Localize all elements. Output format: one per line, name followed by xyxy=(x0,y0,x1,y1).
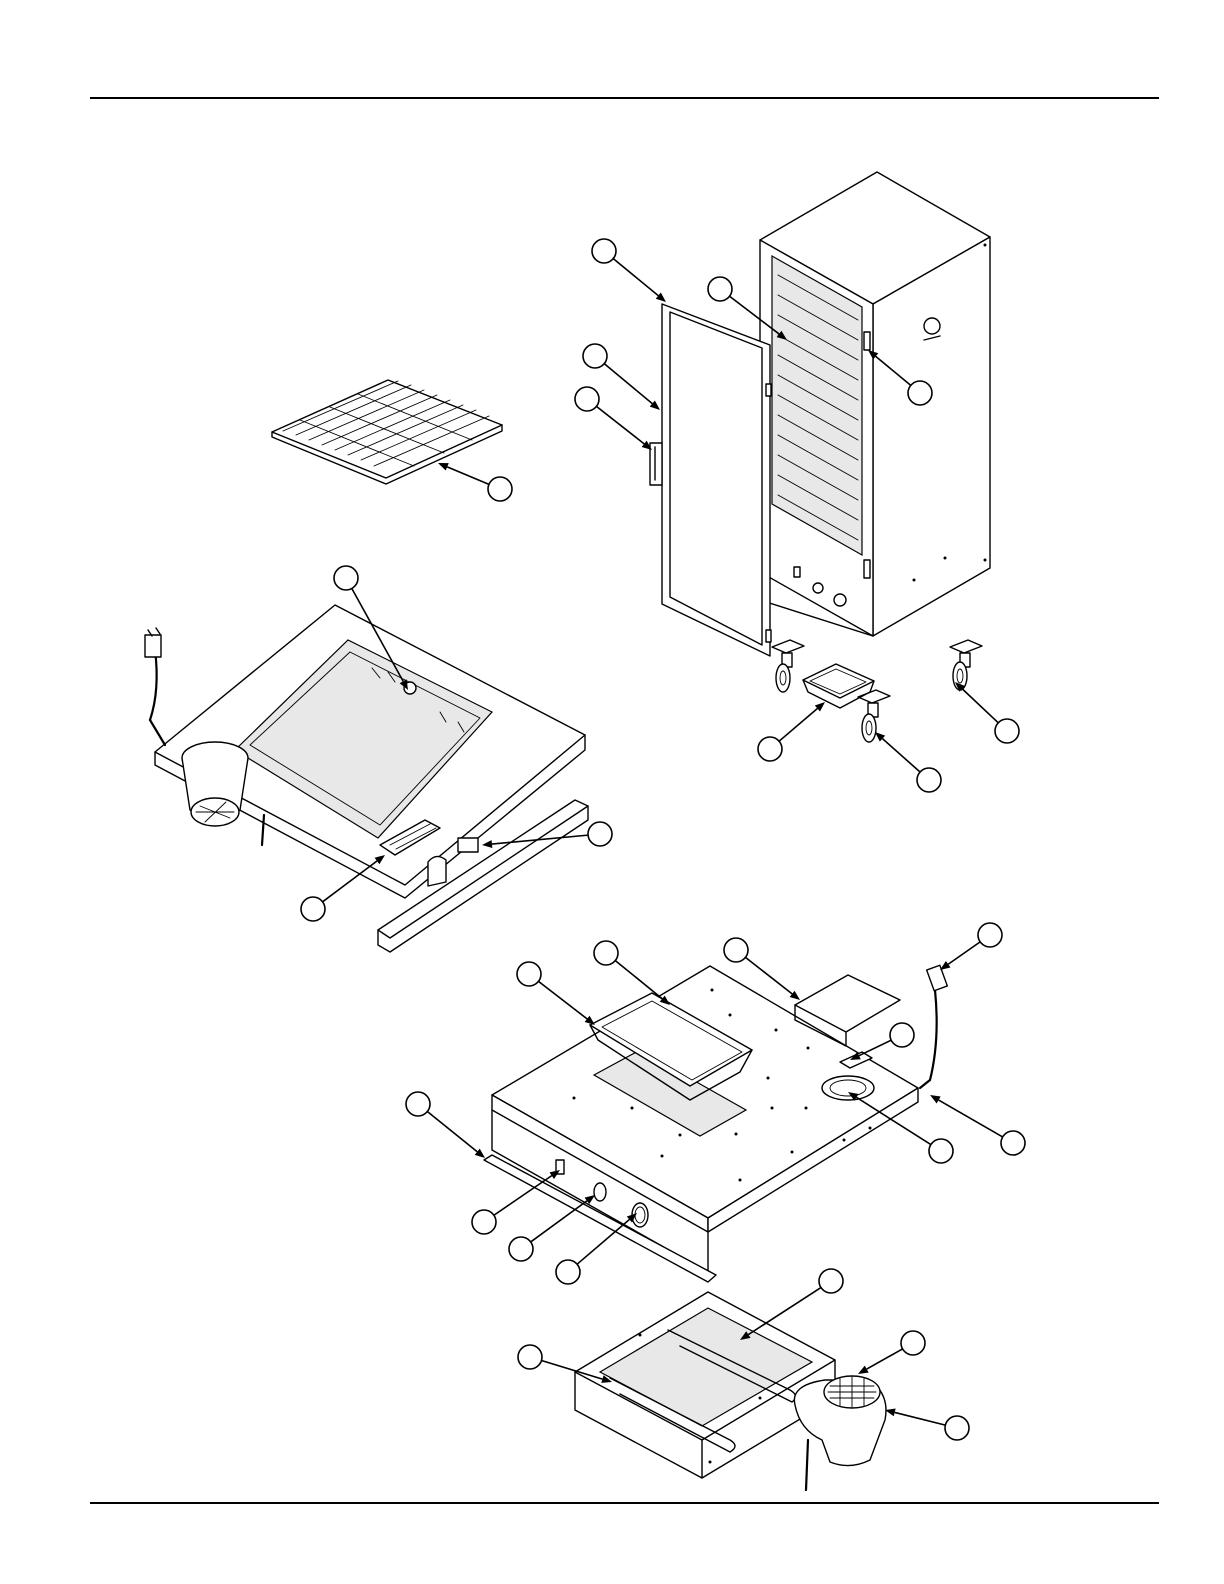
callout-bubble xyxy=(556,1260,580,1284)
wire-shelf xyxy=(272,380,502,484)
callout-bubble xyxy=(995,719,1019,743)
callout-bubble xyxy=(509,1237,533,1261)
callout-c26 xyxy=(858,1331,925,1374)
callout-leader xyxy=(613,259,658,296)
callout-arrowhead xyxy=(930,1095,941,1103)
callout-leader xyxy=(577,1219,629,1264)
callout-c9 xyxy=(758,702,825,761)
blower-motor xyxy=(794,1376,886,1490)
callout-bubble xyxy=(819,1269,843,1293)
callout-bubble xyxy=(594,941,618,965)
callout-leader xyxy=(882,739,920,772)
callout-bubble xyxy=(301,897,325,921)
callout-leader xyxy=(745,957,792,993)
callout-arrowhead xyxy=(790,991,800,1000)
callout-bubble xyxy=(724,938,748,962)
callout-c13 xyxy=(940,923,1002,970)
callout-leader xyxy=(859,1040,891,1055)
callout-bubble xyxy=(929,1139,953,1163)
base-assembly-underside xyxy=(145,605,588,952)
callout-leader xyxy=(615,961,662,999)
caster-left xyxy=(772,640,804,692)
heater-pan-assembly xyxy=(575,1292,835,1478)
callout-c23 xyxy=(556,1213,637,1284)
callout-arrowhead xyxy=(940,961,950,970)
callout-c4 xyxy=(575,387,652,450)
callout-c27 xyxy=(885,1409,969,1440)
callout-arrowhead xyxy=(858,1366,869,1374)
callout-bubble xyxy=(406,1092,430,1116)
callout-c8 xyxy=(955,682,1019,743)
callout-leader xyxy=(895,1412,946,1425)
callout-leader xyxy=(596,406,644,443)
callout-bubble xyxy=(575,387,599,411)
callout-bubble xyxy=(488,477,512,501)
base-assembly-top xyxy=(484,965,947,1282)
callout-bubble xyxy=(472,1210,496,1234)
callout-bubble xyxy=(901,1331,925,1355)
callout-leader xyxy=(948,942,980,964)
callout-leader xyxy=(779,708,817,741)
callout-bubble xyxy=(588,822,612,846)
callout-bubble xyxy=(334,566,358,590)
caster-center xyxy=(858,690,890,742)
callout-c10 xyxy=(875,732,941,792)
callout-leader xyxy=(531,1201,587,1242)
callout-arrowhead xyxy=(482,840,492,848)
callout-bubble xyxy=(978,923,1002,947)
callout-c22 xyxy=(509,1195,595,1261)
callout-bubble xyxy=(917,768,941,792)
callout-c1 xyxy=(592,239,666,302)
callout-bubble xyxy=(1001,1131,1025,1155)
callout-c16 xyxy=(517,962,595,1025)
callout-arrowhead xyxy=(438,463,449,471)
callout-bubble xyxy=(708,277,732,301)
callout-c6 xyxy=(438,463,512,501)
callout-bubble xyxy=(592,239,616,263)
callout-c21 xyxy=(472,1170,560,1234)
callout-leader xyxy=(962,689,998,723)
callout-bubble xyxy=(518,1345,542,1369)
callout-bubble xyxy=(890,1023,914,1047)
caster-right xyxy=(950,640,982,690)
callout-leader xyxy=(748,1288,821,1335)
cabinet-door xyxy=(650,304,771,656)
callout-bubble xyxy=(908,381,932,405)
callout-arrowhead xyxy=(585,1016,595,1025)
drip-pan xyxy=(803,664,874,708)
callout-c14 xyxy=(594,941,670,1005)
callout-leader xyxy=(447,467,489,484)
callout-bubble xyxy=(583,344,607,368)
callout-leader xyxy=(323,861,377,902)
callout-c18 xyxy=(406,1092,485,1158)
callout-leader xyxy=(604,364,652,404)
cabinet xyxy=(760,172,990,636)
callout-leader xyxy=(939,1100,1003,1137)
callout-leader xyxy=(427,1112,477,1152)
callout-c24 xyxy=(740,1269,843,1340)
callout-bubble xyxy=(517,962,541,986)
callout-bubble xyxy=(945,1416,969,1440)
callout-leader xyxy=(538,981,587,1019)
callout-bubble xyxy=(758,737,782,761)
callout-leader xyxy=(867,1349,903,1369)
